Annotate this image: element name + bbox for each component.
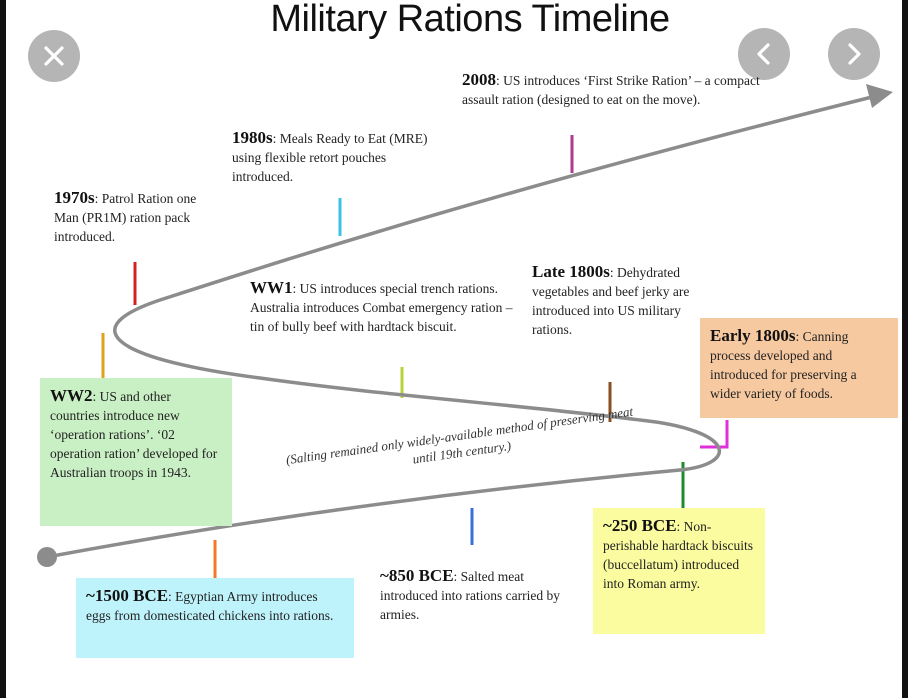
event-1980s-year: 1980s <box>232 128 273 147</box>
event-1980s: 1980s: Meals Ready to Eat (MRE) using fl… <box>232 128 447 186</box>
event-2008: 2008: US introduces ‘First Strike Ration… <box>462 70 792 109</box>
timeline-start-dot <box>37 547 57 567</box>
event-250bce-text: : Non-perishable hardtack biscuits (bucc… <box>603 519 753 591</box>
chevron-right-icon <box>848 43 861 65</box>
event-2008-text: : US introduces ‘First Strike Ration’ – … <box>462 73 760 107</box>
timeline-path <box>46 93 881 559</box>
diagram-title: Military Rations Timeline <box>270 0 670 40</box>
event-850bce-text: : Salted meat introduced into rations ca… <box>380 569 560 622</box>
event-early1800s-text: : Canning process developed and introduc… <box>710 329 857 401</box>
event-late1800s-text: : Dehydrated vegetables and beef jerky a… <box>532 265 690 337</box>
event-ww1-text: : US introduces special trench rations. … <box>250 281 513 334</box>
close-button[interactable] <box>28 30 80 82</box>
event-1500bce-year: ~1500 BCE <box>86 586 169 605</box>
event-1500bce-text: : Egyptian Army introduces eggs from dom… <box>86 589 334 623</box>
event-ww1: WW1: US introduces special trench ration… <box>250 278 515 336</box>
event-1980s-text: : Meals Ready to Eat (MRE) using flexibl… <box>232 131 428 184</box>
event-early1800s-year: Early 1800s <box>710 326 796 345</box>
event-ww2-year: WW2 <box>50 386 93 405</box>
event-1500bce: ~1500 BCE: Egyptian Army introduces eggs… <box>76 578 354 658</box>
event-late1800s-year: Late 1800s <box>532 262 610 281</box>
right-border <box>902 0 908 698</box>
timeline-arrowhead <box>866 84 893 108</box>
event-ww2: WW2: US and other countries introduce ne… <box>40 378 232 526</box>
event-1970s-text: : Patrol Ration one Man (PR1M) ration pa… <box>54 191 197 244</box>
next-button[interactable] <box>828 28 880 80</box>
left-border <box>0 0 6 698</box>
event-250bce: ~250 BCE: Non-perishable hardtack biscui… <box>593 508 765 634</box>
event-250bce-year: ~250 BCE <box>603 516 677 535</box>
tick-early1800s <box>700 420 729 449</box>
chevron-left-icon <box>757 43 770 65</box>
event-850bce-year: ~850 BCE <box>380 566 454 585</box>
event-ww2-text: : US and other countries introduce new ‘… <box>50 389 218 480</box>
event-2008-year: 2008 <box>462 70 496 89</box>
event-early1800s: Early 1800s: Canning process developed a… <box>700 318 898 418</box>
event-1970s: 1970s: Patrol Ration one Man (PR1M) rati… <box>54 188 219 246</box>
event-ww1-year: WW1 <box>250 278 293 297</box>
event-1970s-year: 1970s <box>54 188 95 207</box>
event-850bce: ~850 BCE: Salted meat introduced into ra… <box>380 566 570 624</box>
close-icon <box>44 46 64 66</box>
previous-button[interactable] <box>738 28 790 80</box>
event-late1800s: Late 1800s: Dehydrated vegetables and be… <box>532 262 692 339</box>
